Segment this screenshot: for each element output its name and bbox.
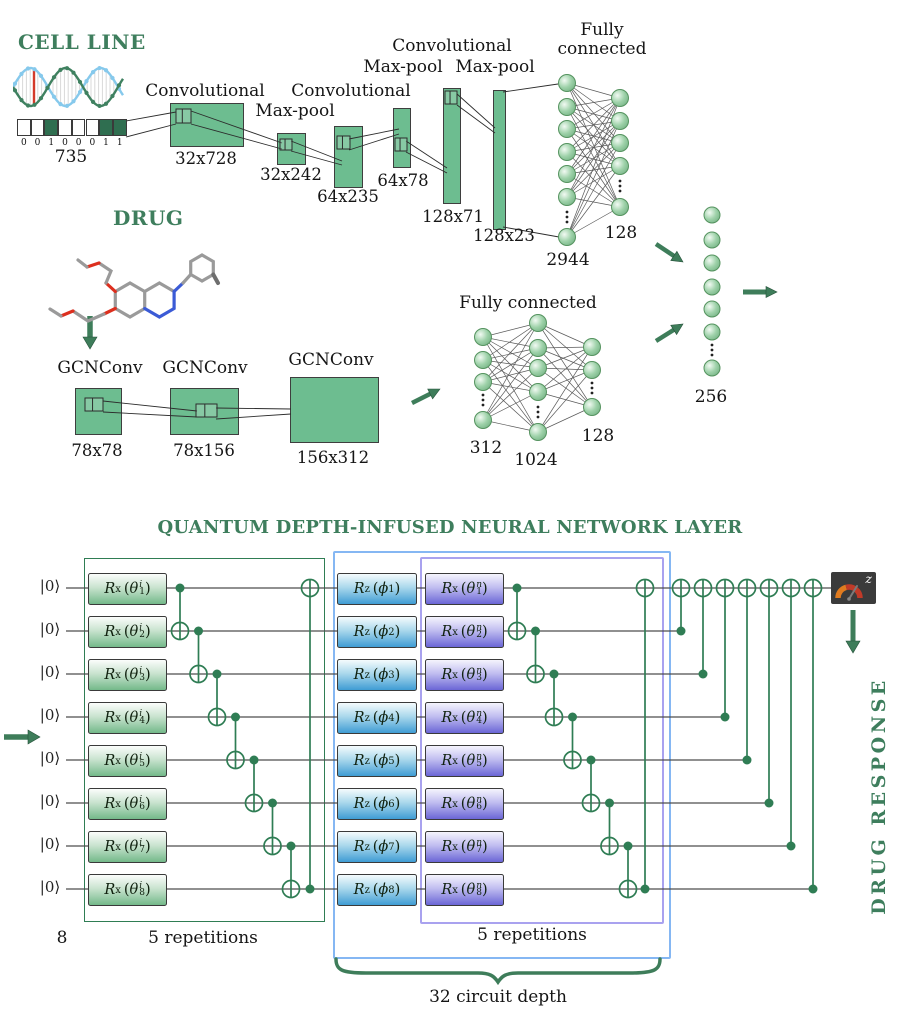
gcn-layer-box-2 [170, 388, 239, 435]
cellline-fc-label: Fully connected [557, 20, 647, 60]
molecule-icon [48, 253, 220, 323]
qubit-ket-q8: |0⟩ [39, 878, 61, 896]
variational-block-border [420, 557, 664, 924]
gcn-layer-box-3 [290, 377, 379, 443]
qubit-ket-q5: |0⟩ [39, 749, 61, 767]
one-hot-bit-4: 0 [62, 138, 68, 148]
drug-fc-hidden-size: 1024 [514, 450, 558, 470]
fusion-vector-size: 256 [694, 387, 728, 407]
one-hot-cell-5 [71, 119, 86, 136]
gcn-layer-name-3: GCNConv [288, 350, 374, 370]
cell-line-title: CELL LINE [18, 30, 146, 54]
one-hot-cell-6 [85, 119, 100, 136]
cellline-fc-output-size: 128 [604, 223, 638, 243]
conv-layer-name-5: Convolutional [392, 36, 512, 56]
encoding-block-border [84, 558, 325, 922]
qubit-ket-q1: |0⟩ [39, 577, 61, 595]
conv-layer-box-1 [170, 103, 244, 147]
conv-layer-size-5: 128x71 [422, 207, 484, 226]
one-hot-cell-4 [58, 119, 72, 136]
qubit-ket-q6: |0⟩ [39, 792, 61, 810]
vector-size-label: 735 [54, 147, 88, 167]
conv-layer-size-3: 64x235 [317, 187, 379, 206]
gcn-layer-size-2: 78x156 [173, 441, 235, 460]
conv-layer-box-5 [443, 88, 461, 204]
gcn-layer-name-2: GCNConv [162, 358, 248, 378]
circuit-depth-label: 32 circuit depth [429, 987, 567, 1007]
gcn-layer-box-1 [75, 388, 122, 435]
quantum-layer-title: QUANTUM DEPTH-INFUSED NEURAL NETWORK LAY… [157, 517, 743, 538]
one-hot-bit-3: 1 [48, 138, 55, 148]
drug-title: DRUG [113, 206, 184, 230]
one-hot-cell-1 [17, 119, 31, 136]
measure-basis-label: z [865, 571, 872, 586]
encoding-repetitions-label: 5 repetitions [148, 928, 258, 948]
qubit-ket-q2: |0⟩ [39, 620, 61, 638]
gcn-layer-name-1: GCNConv [57, 358, 143, 378]
drug-fc-label: Fully connected [459, 293, 597, 313]
gcn-layer-size-3: 156x312 [296, 448, 370, 467]
qubit-ket-q3: |0⟩ [39, 663, 61, 681]
conv-layer-size-4: 64x78 [377, 171, 429, 190]
qubit-ket-q7: |0⟩ [39, 835, 61, 853]
qubit-count-label: 8 [56, 928, 68, 948]
conv-layer-name-1: Convolutional [145, 81, 265, 101]
conv-layer-name-2: Max-pool [255, 101, 335, 121]
conv-layer-name-4: Max-pool [363, 57, 443, 77]
conv-layer-box-6 [493, 90, 506, 230]
one-hot-bit-5: 0 [75, 138, 82, 148]
drug-fc-input-size: 312 [469, 438, 503, 458]
qubit-ket-q4: |0⟩ [39, 706, 61, 724]
conv-layer-box-2 [277, 133, 306, 165]
conv-layer-size-2: 32x242 [260, 165, 322, 184]
one-hot-cell-3 [44, 119, 59, 136]
one-hot-cell-7 [99, 119, 113, 136]
one-hot-bit-6: 0 [89, 138, 96, 148]
one-hot-cell-2 [30, 119, 45, 136]
gcn-layer-size-1: 78x78 [71, 441, 123, 460]
one-hot-bit-7: 1 [103, 138, 109, 148]
conv-layer-name-3: Convolutional [291, 81, 411, 101]
one-hot-bit-8: 1 [116, 138, 123, 148]
drug-response-label: DRUG RESPONSE [868, 677, 890, 915]
conv-layer-box-3 [334, 126, 363, 188]
one-hot-bit-1: 0 [20, 138, 27, 148]
one-hot-bit-2: 0 [34, 138, 41, 148]
cellline-fc-input-size: 2944 [546, 250, 590, 270]
conv-layer-size-6: 128x23 [473, 226, 535, 245]
z-measurement-icon: z [831, 571, 876, 604]
dna-icon [13, 65, 125, 109]
variational-repetitions-label: 5 repetitions [477, 925, 587, 945]
one-hot-cell-8 [112, 119, 127, 136]
drug-fc-output-size: 128 [581, 426, 615, 446]
conv-layer-box-4 [393, 108, 411, 168]
conv-layer-name-6: Max-pool [455, 57, 535, 77]
conv-layer-size-1: 32x728 [175, 149, 237, 168]
